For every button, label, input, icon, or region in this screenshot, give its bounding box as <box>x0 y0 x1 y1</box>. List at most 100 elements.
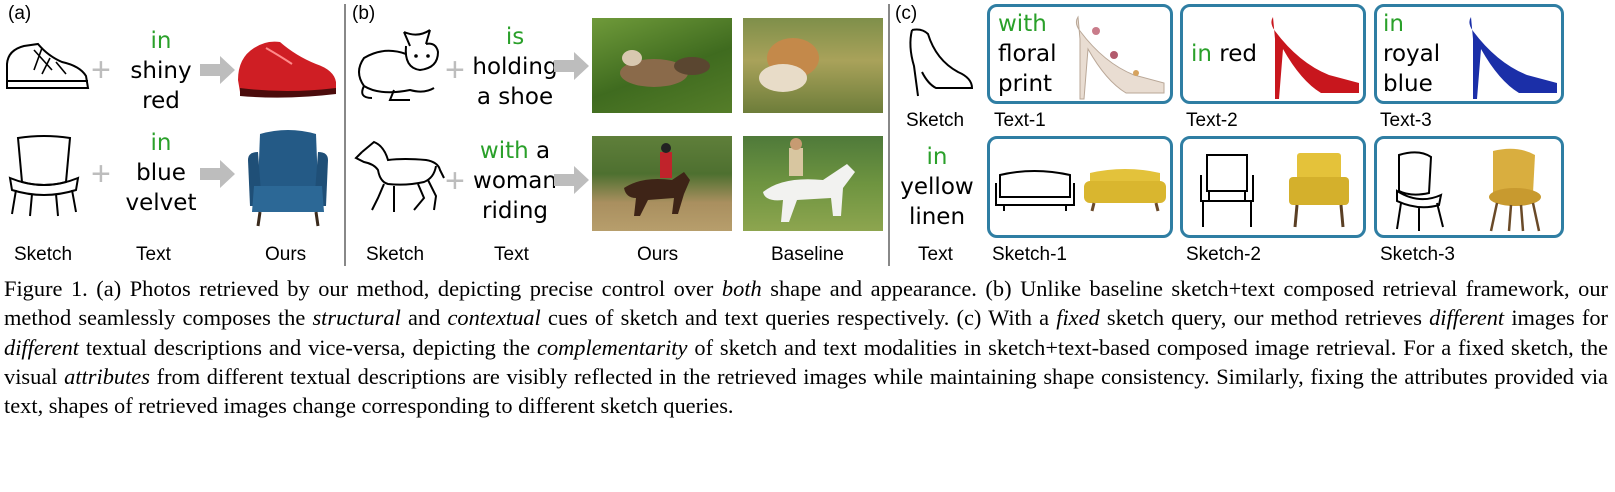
cat-sketch <box>358 29 440 101</box>
caption-emphasis: attributes <box>64 363 150 389</box>
red-sneaker-photo <box>238 41 336 98</box>
label-text-1: Text-1 <box>994 110 1046 131</box>
horse-sketch <box>354 140 445 212</box>
text-query-c-fixed: in yellow linen <box>900 142 974 232</box>
plus-icon: + <box>445 162 465 200</box>
panel-a-tag: (a) <box>8 3 32 24</box>
keyword: with <box>479 138 529 164</box>
floral-heel-photo <box>1075 15 1165 100</box>
baseline-horse-photo <box>743 136 883 231</box>
caption-emphasis: complementarity <box>537 334 688 360</box>
keyword: is <box>505 24 525 50</box>
arrow-icon <box>200 160 235 188</box>
text-line: shiny <box>130 58 192 84</box>
label-baseline: Baseline <box>771 244 844 265</box>
label-sketch: Sketch <box>14 244 73 265</box>
text-line: print <box>998 71 1053 97</box>
keyword: in <box>150 130 172 156</box>
caption-emphasis: structural <box>312 305 401 331</box>
label-text: Text <box>494 244 529 265</box>
caption-text: shape and appearance. (b) Unlike baselin… <box>4 276 1608 331</box>
yellow-chair-photo <box>1489 148 1541 232</box>
keyword: in <box>150 28 172 54</box>
plus-icon: + <box>445 51 465 89</box>
caption-emphasis: different <box>4 334 80 360</box>
woman-riding-photo <box>592 136 732 231</box>
armchair-sketch <box>1200 154 1254 227</box>
yellow-armchair-photo <box>1289 153 1349 228</box>
text-query-a2: in blue velvet <box>118 128 204 218</box>
keyword: in <box>1191 41 1212 67</box>
keyword: in <box>926 144 948 170</box>
text-query-b2: with a woman riding <box>470 136 560 226</box>
arrow-icon <box>554 166 589 194</box>
text-line: blue <box>136 160 186 186</box>
text-line: riding <box>481 198 548 224</box>
chair-sketch <box>8 135 80 217</box>
panel-c-tag: (c) <box>895 3 918 24</box>
caption-emphasis: fixed <box>1056 305 1100 331</box>
yellow-sofa-photo <box>1084 169 1166 212</box>
figure-caption: Figure 1. (a) Photos retrieved by our me… <box>4 274 1608 420</box>
label-text-3: Text-3 <box>1380 110 1432 131</box>
arrow-icon <box>554 52 589 80</box>
label-ours: Ours <box>637 244 679 265</box>
caption-text: and <box>400 305 448 331</box>
baseline-cat-photo <box>743 18 883 113</box>
text-query-c2: in red <box>1191 39 1261 69</box>
text-query-c3: in royal blue <box>1383 9 1453 99</box>
text-line: red <box>1219 41 1257 67</box>
result-box-text-3: in royal blue <box>1374 4 1564 104</box>
panel-divider <box>888 4 890 266</box>
text-query-c1: with floral print <box>992 9 1076 99</box>
blue-armchair-photo <box>248 130 328 227</box>
panel-divider <box>344 4 346 266</box>
plus-icon: + <box>91 51 111 89</box>
cat-with-shoe-photo <box>592 18 732 113</box>
caption-text: from different textual descriptions are … <box>4 363 1608 419</box>
text-line: velvet <box>125 190 197 216</box>
caption-text: cues of sketch and text queries respecti… <box>540 305 1057 331</box>
text-query-b1: is holding a shoe <box>470 22 560 112</box>
text-line: a shoe <box>476 84 554 110</box>
result-box-sketch-2 <box>1180 136 1366 238</box>
label-text-2: Text-2 <box>1186 110 1238 131</box>
red-heel-photo <box>1271 17 1359 99</box>
panel-b-tag: (b) <box>352 3 376 24</box>
result-box-sketch-3 <box>1374 136 1564 238</box>
shoe-sketch <box>6 42 90 89</box>
text-line: blue <box>1383 71 1433 97</box>
caption-text: sketch query, our method retrieves <box>1099 305 1430 331</box>
label-ours: Ours <box>265 244 307 265</box>
label-text: Text <box>918 244 953 265</box>
label-text: Text <box>136 244 171 265</box>
heel-sketch <box>909 28 974 97</box>
result-box-text-2: in red <box>1180 4 1366 104</box>
caption-text: of sketch and text modalities in sketch+… <box>4 334 1608 389</box>
caption-emphasis: contextual <box>447 305 541 331</box>
chair-sketch-3 <box>1396 151 1444 231</box>
result-box-text-1: with floral print <box>987 4 1173 104</box>
text-line: floral <box>998 41 1057 67</box>
label-sketch: Sketch <box>366 244 425 265</box>
caption-text: Figure 1. (a) Photos retrieved by our me… <box>4 276 722 301</box>
label-sketch: Sketch <box>906 110 965 131</box>
keyword: in <box>1383 11 1404 37</box>
blue-heel-photo <box>1469 17 1557 99</box>
text-line: red <box>142 88 180 114</box>
caption-emphasis: both <box>721 276 762 301</box>
sofa-sketch <box>995 170 1075 211</box>
keyword: with <box>998 11 1047 37</box>
label-sketch-3: Sketch-3 <box>1380 244 1455 265</box>
label-sketch-2: Sketch-2 <box>1186 244 1261 265</box>
plus-icon: + <box>91 155 111 193</box>
text-line: holding <box>472 54 558 80</box>
label-sketch-1: Sketch-1 <box>992 244 1067 265</box>
text-line: linen <box>908 204 966 230</box>
text-line: royal <box>1383 41 1441 67</box>
caption-text: textual descriptions and vice-versa, dep… <box>79 334 537 360</box>
text-line: a <box>536 138 551 164</box>
text-query-a1: in shiny red <box>118 26 204 116</box>
text-line: yellow <box>900 174 974 200</box>
arrow-icon <box>200 56 235 84</box>
